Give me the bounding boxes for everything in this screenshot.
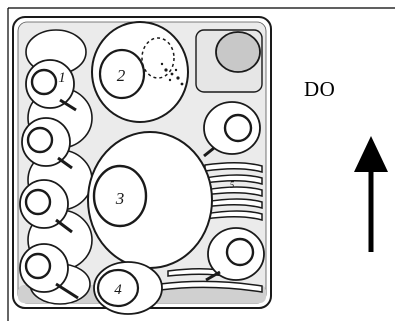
cup-1-label: 1 xyxy=(58,70,66,86)
direction-label: DO xyxy=(304,79,335,100)
top-right-bowl xyxy=(196,30,262,92)
saucer-label: 5 xyxy=(230,180,235,190)
plate-2: 2 xyxy=(92,22,188,122)
plate-4: 4 xyxy=(94,262,162,314)
plate-3-label: 3 xyxy=(115,189,125,208)
plate-4-label: 4 xyxy=(114,282,122,298)
plate-2-label: 2 xyxy=(117,66,126,85)
plate-3: 3 xyxy=(88,132,212,268)
arrow-up-icon xyxy=(354,136,388,252)
